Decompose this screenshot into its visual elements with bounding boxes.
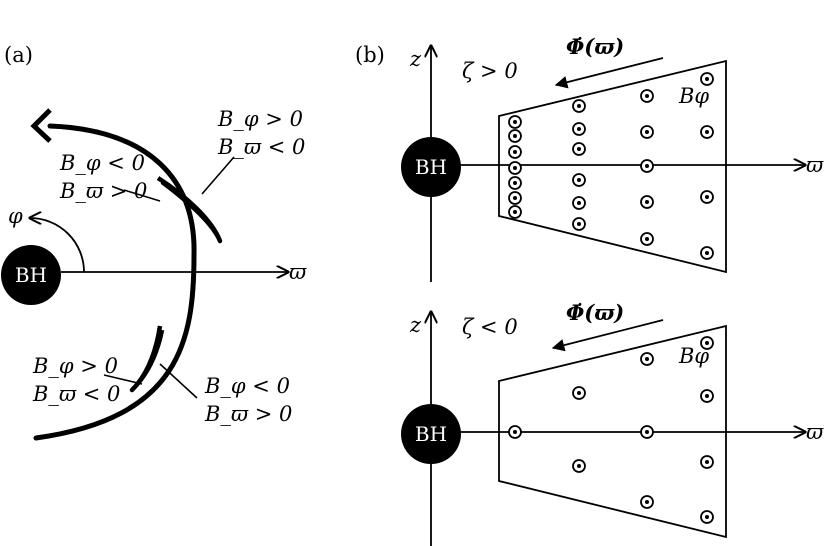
circled-dot-icon xyxy=(508,176,522,190)
circled-dot-icon xyxy=(640,352,654,366)
flux-top-label: Φ̇(ϖ) xyxy=(566,34,624,59)
circled-dot-icon xyxy=(508,161,522,175)
panel-b-top: z ϖ BH ζ > 0 Φ̇(ϖ) Bφ xyxy=(401,34,824,282)
circled-dot-icon xyxy=(508,115,522,129)
leader-line-1 xyxy=(201,156,235,195)
annotation-1-line1: B_φ > 0 xyxy=(217,107,303,131)
circled-dot-icon xyxy=(572,217,586,231)
circled-dot-icon xyxy=(700,336,714,350)
circled-dot-icon xyxy=(508,205,522,219)
circled-dot-icon xyxy=(640,125,654,139)
circled-dot-icon xyxy=(508,425,522,439)
circled-dot-icon xyxy=(572,386,586,400)
black-hole-top-label: BH xyxy=(415,155,447,179)
circled-dot-icon xyxy=(640,232,654,246)
black-hole-bottom-label: BH xyxy=(415,422,447,446)
circled-dot-icon xyxy=(700,190,714,204)
phi-direction-arc xyxy=(30,218,85,273)
circled-dot-icon xyxy=(640,425,654,439)
flux-bottom-arrow xyxy=(551,319,664,352)
flux-bottom-label: Φ̇(ϖ) xyxy=(566,300,624,325)
annotation-2-line1: B_φ < 0 xyxy=(59,151,145,175)
disk-region-bottom xyxy=(498,324,727,539)
panel-b-label: (b) xyxy=(355,43,385,67)
annotation-1-line2: B_ϖ < 0 xyxy=(217,135,305,159)
circled-dot-icon xyxy=(572,122,586,136)
circled-dot-icon xyxy=(572,196,586,210)
circled-dot-icon xyxy=(572,173,586,187)
annotation-4-line1: B_φ < 0 xyxy=(204,374,290,398)
z-axis-bottom-label: z xyxy=(409,313,422,337)
field-line xyxy=(33,123,197,441)
panel-a: (a) BH ϖ φ B_φ > 0 B_ϖ < 0 B_φ < 0 B_ϖ >… xyxy=(1,43,307,441)
panel-b: (b) z ϖ BH ζ > 0 Φ̇(ϖ) Bφ z ϖ BH ζ xyxy=(355,34,824,546)
annotation-3-line1: B_φ > 0 xyxy=(32,354,118,378)
circled-dot-icon xyxy=(640,495,654,509)
annotation-3-line2: B_ϖ < 0 xyxy=(32,382,120,406)
disk-region-top xyxy=(498,59,727,274)
varpi-axis-label: ϖ xyxy=(289,260,307,284)
circled-dot-icon xyxy=(508,191,522,205)
panel-a-label: (a) xyxy=(4,43,33,67)
black-hole-top xyxy=(401,137,461,197)
circled-dot-icon xyxy=(700,246,714,260)
flux-top-arrow xyxy=(554,57,664,89)
black-hole-bottom xyxy=(401,404,461,464)
leader-line-4 xyxy=(159,363,198,399)
leader-line-2 xyxy=(123,189,161,202)
field-symbols-top xyxy=(508,72,714,260)
circled-dot-icon xyxy=(508,145,522,159)
phi-label: φ xyxy=(8,204,23,228)
zeta-top-label: ζ > 0 xyxy=(462,59,518,83)
circled-dot-icon xyxy=(572,459,586,473)
bphi-top-label: Bφ xyxy=(678,84,709,108)
varpi-axis-bottom-label: ϖ xyxy=(806,420,824,444)
circled-dot-icon xyxy=(700,389,714,403)
annotation-4-line2: B_ϖ > 0 xyxy=(204,402,292,426)
upper-kink xyxy=(156,176,223,244)
field-line-arrow-icon xyxy=(30,108,52,143)
field-symbols-bottom xyxy=(508,336,714,524)
zeta-bottom-label: ζ < 0 xyxy=(462,315,518,339)
black-hole xyxy=(1,245,61,305)
circled-dot-icon xyxy=(700,125,714,139)
circled-dot-icon xyxy=(640,159,654,173)
circled-dot-icon xyxy=(700,510,714,524)
varpi-axis-top-label: ϖ xyxy=(806,153,824,177)
circled-dot-icon xyxy=(508,129,522,143)
circled-dot-icon xyxy=(572,142,586,156)
circled-dot-icon xyxy=(640,195,654,209)
black-hole-label: BH xyxy=(15,263,47,287)
panel-b-bottom: z ϖ BH ζ < 0 Φ̇(ϖ) Bφ xyxy=(401,300,824,546)
lower-kink xyxy=(129,325,165,393)
z-axis-top-label: z xyxy=(409,47,422,71)
circled-dot-icon xyxy=(700,455,714,469)
leader-line-3 xyxy=(103,374,143,385)
circled-dot-icon xyxy=(640,89,654,103)
circled-dot-icon xyxy=(700,72,714,86)
annotation-2-line2: B_ϖ > 0 xyxy=(59,179,147,203)
circled-dot-icon xyxy=(572,99,586,113)
